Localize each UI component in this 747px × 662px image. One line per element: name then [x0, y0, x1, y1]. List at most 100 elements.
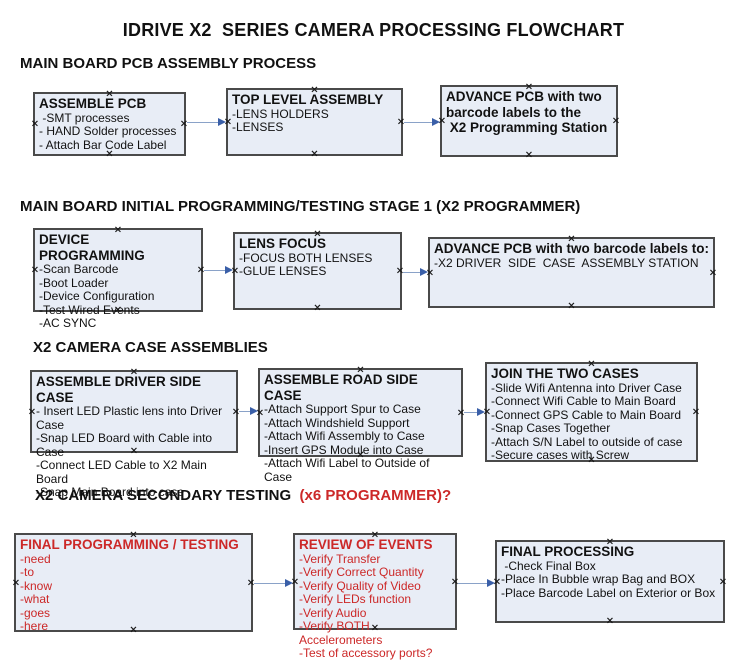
connection-handle-icon: ×: [313, 302, 322, 314]
arrow-line: [254, 583, 287, 584]
section-heading-pcb-assembly: MAIN BOARD PCB ASSEMBLY PROCESS: [20, 55, 316, 72]
box-item: -know: [20, 578, 53, 593]
box-item: -Scan Barcode: [39, 262, 119, 276]
connection-handle-icon: ×: [605, 615, 615, 627]
arrow-line: [239, 411, 252, 412]
box-item: -Attach Wifi Label to Outside of Case: [264, 456, 433, 484]
box-item: -Connect Wifi Cable to Main Board: [491, 394, 676, 408]
flow-arrow: [239, 406, 258, 417]
arrow-head-icon: [218, 118, 226, 126]
section-heading-initial-programming: MAIN BOARD INITIAL PROGRAMMING/TESTING S…: [20, 198, 580, 215]
box-item: -need: [20, 551, 51, 566]
box-title: ADVANCE PCB with two barcode labels to:: [434, 241, 710, 256]
flow-box-assemble-pcb: ASSEMBLE PCB -SMT processes - HAND Solde…: [31, 89, 188, 159]
box-item: -Verify Audio: [299, 605, 367, 620]
connection-handle-icon: ×: [567, 300, 576, 312]
box-item: -Attach Support Spur to Case: [264, 402, 421, 416]
box-item: -goes: [20, 605, 51, 620]
box-title: TOP LEVEL ASSEMBLY: [232, 92, 384, 107]
box-item: -Boot Loader: [39, 275, 109, 290]
arrow-head-icon: [477, 408, 485, 416]
box-item: -Secure cases with Screw: [491, 448, 630, 462]
flow-arrow: [204, 265, 233, 276]
arrow-head-icon: [285, 579, 293, 587]
section-heading-text: X2 CAMERA CASE ASSEMBLIES: [33, 339, 268, 356]
arrow-head-icon: [432, 118, 440, 126]
flow-box-device-programming: DEVICE PROGRAMMING -Scan Barcode -Boot L…: [31, 225, 205, 330]
box-item: -Verify LEDs function: [299, 592, 412, 606]
section-heading-text: MAIN BOARD INITIAL PROGRAMMING/TESTING S…: [20, 198, 581, 215]
flow-box-lens-focus: LENS FOCUS -FOCUS BOTH LENSES -GLUE LENS…: [231, 229, 404, 314]
box-item: -Attach Windshield Support: [264, 415, 410, 430]
box-item: -Verify Quality of Video: [299, 578, 421, 593]
box-item: -Place In Bubble wrap Bag and BOX: [501, 572, 696, 586]
box-item: -GLUE LENSES: [239, 264, 327, 278]
box-item: -LENSES: [232, 120, 284, 134]
box-item: -Insert GPS Module into Case: [264, 442, 424, 457]
box-item: -Verify BOTH Accelerometers: [299, 619, 383, 647]
arrow-line: [403, 272, 422, 273]
flow-box-assemble-driver-side-case: ASSEMBLE DRIVER SIDE CASE - Insert LED P…: [28, 367, 240, 499]
box-title: FINAL PROCESSING: [501, 544, 635, 559]
box-item: -SMT processes: [39, 110, 130, 125]
box-item: -Test of accessory ports?: [299, 646, 433, 660]
box-title: JOIN THE TWO CASES: [491, 366, 639, 381]
box-item: - Insert LED Plastic lens into Driver Ca…: [36, 404, 226, 432]
flow-box-assemble-road-side-case: ASSEMBLE ROAD SIDE CASE -Attach Support …: [256, 365, 465, 483]
arrow-line: [187, 122, 220, 123]
flow-arrow: [404, 117, 440, 128]
flow-arrow: [187, 117, 226, 128]
box-title: FINAL PROGRAMMING / TESTING: [20, 537, 239, 552]
box-title: ASSEMBLE PCB: [39, 96, 147, 111]
box-item: -here: [20, 619, 49, 633]
box-title: ASSEMBLE DRIVER SIDE CASE: [36, 374, 205, 405]
connection-handle-icon: ×: [524, 149, 534, 161]
box-item: -Slide Wifi Antenna into Driver Case: [491, 380, 682, 395]
flow-arrow: [464, 407, 485, 418]
arrow-head-icon: [420, 268, 428, 276]
box-item: -X2 DRIVER SIDE CASE ASSEMBLY STATION: [434, 255, 699, 270]
flow-arrow: [254, 578, 293, 589]
arrow-head-icon: [250, 407, 258, 415]
flow-box-top-level-assembly: TOP LEVEL ASSEMBLY -LENS HOLDERS -LENSES…: [224, 85, 405, 160]
box-title: DEVICE PROGRAMMING: [39, 232, 145, 263]
box-item: - HAND Solder processes: [39, 124, 177, 138]
flow-box-advance-pcb-driver-side: ADVANCE PCB with two barcode labels to: …: [426, 234, 717, 312]
section-heading-text: X2 CAMERA SECONDARY TESTING: [35, 487, 296, 504]
box-title: REVIEW OF EVENTS: [299, 537, 433, 552]
flow-arrow: [458, 578, 495, 589]
box-item: -Connect GPS Cable to Main Board: [491, 407, 682, 422]
section-heading-secondary-testing: X2 CAMERA SECONDARY TESTING (x6 PROGRAMM…: [35, 487, 451, 504]
arrow-head-icon: [487, 579, 495, 587]
box-item: -Test Wired Events: [39, 302, 140, 317]
box-item: -Attach Wifi Assembly to Case: [264, 429, 425, 443]
flow-box-advance-pcb-programming-station: ADVANCE PCB with two barcode labels to t…: [438, 82, 620, 161]
connection-handle-icon: ×: [310, 148, 319, 160]
box-item: -Device Configuration: [39, 289, 155, 303]
box-item: -AC SYNC: [39, 316, 97, 330]
box-item: -Verify Transfer: [299, 551, 381, 566]
box-item: -to: [20, 565, 35, 579]
section-heading-text: MAIN BOARD PCB ASSEMBLY PROCESS: [20, 55, 317, 72]
box-item: -FOCUS BOTH LENSES: [239, 250, 373, 265]
box-item: -Place Barcode Label on Exterior or Box: [501, 585, 716, 600]
box-item: -Verify Correct Quantity: [299, 565, 424, 579]
section-heading-case-assemblies: X2 CAMERA CASE ASSEMBLIES: [33, 339, 268, 356]
box-item: -Check Final Box: [501, 558, 596, 573]
flow-arrow: [403, 267, 428, 278]
arrow-line: [204, 270, 227, 271]
section-heading-red-text: (x6 PROGRAMMER)?: [295, 487, 452, 504]
box-item: -Snap Main Board into case: [36, 485, 185, 499]
flow-box-review-of-events: REVIEW OF EVENTS -Verify Transfer -Verif…: [291, 530, 459, 660]
arrow-head-icon: [225, 266, 233, 274]
box-item: -Connect LED Cable to X2 Main Board: [36, 458, 211, 486]
box-item: -Snap Cases Together: [491, 421, 611, 435]
box-title: LENS FOCUS: [239, 236, 327, 251]
flow-box-join-the-two-cases: JOIN THE TWO CASES -Slide Wifi Antenna i…: [483, 359, 700, 465]
box-item: -what: [20, 592, 50, 606]
box-title: ADVANCE PCB with two barcode labels to t…: [446, 89, 608, 135]
box-item: -Attach S/N Label to outside of case: [491, 434, 683, 449]
arrow-line: [464, 412, 479, 413]
box-title: ASSEMBLE ROAD SIDE CASE: [264, 372, 422, 403]
